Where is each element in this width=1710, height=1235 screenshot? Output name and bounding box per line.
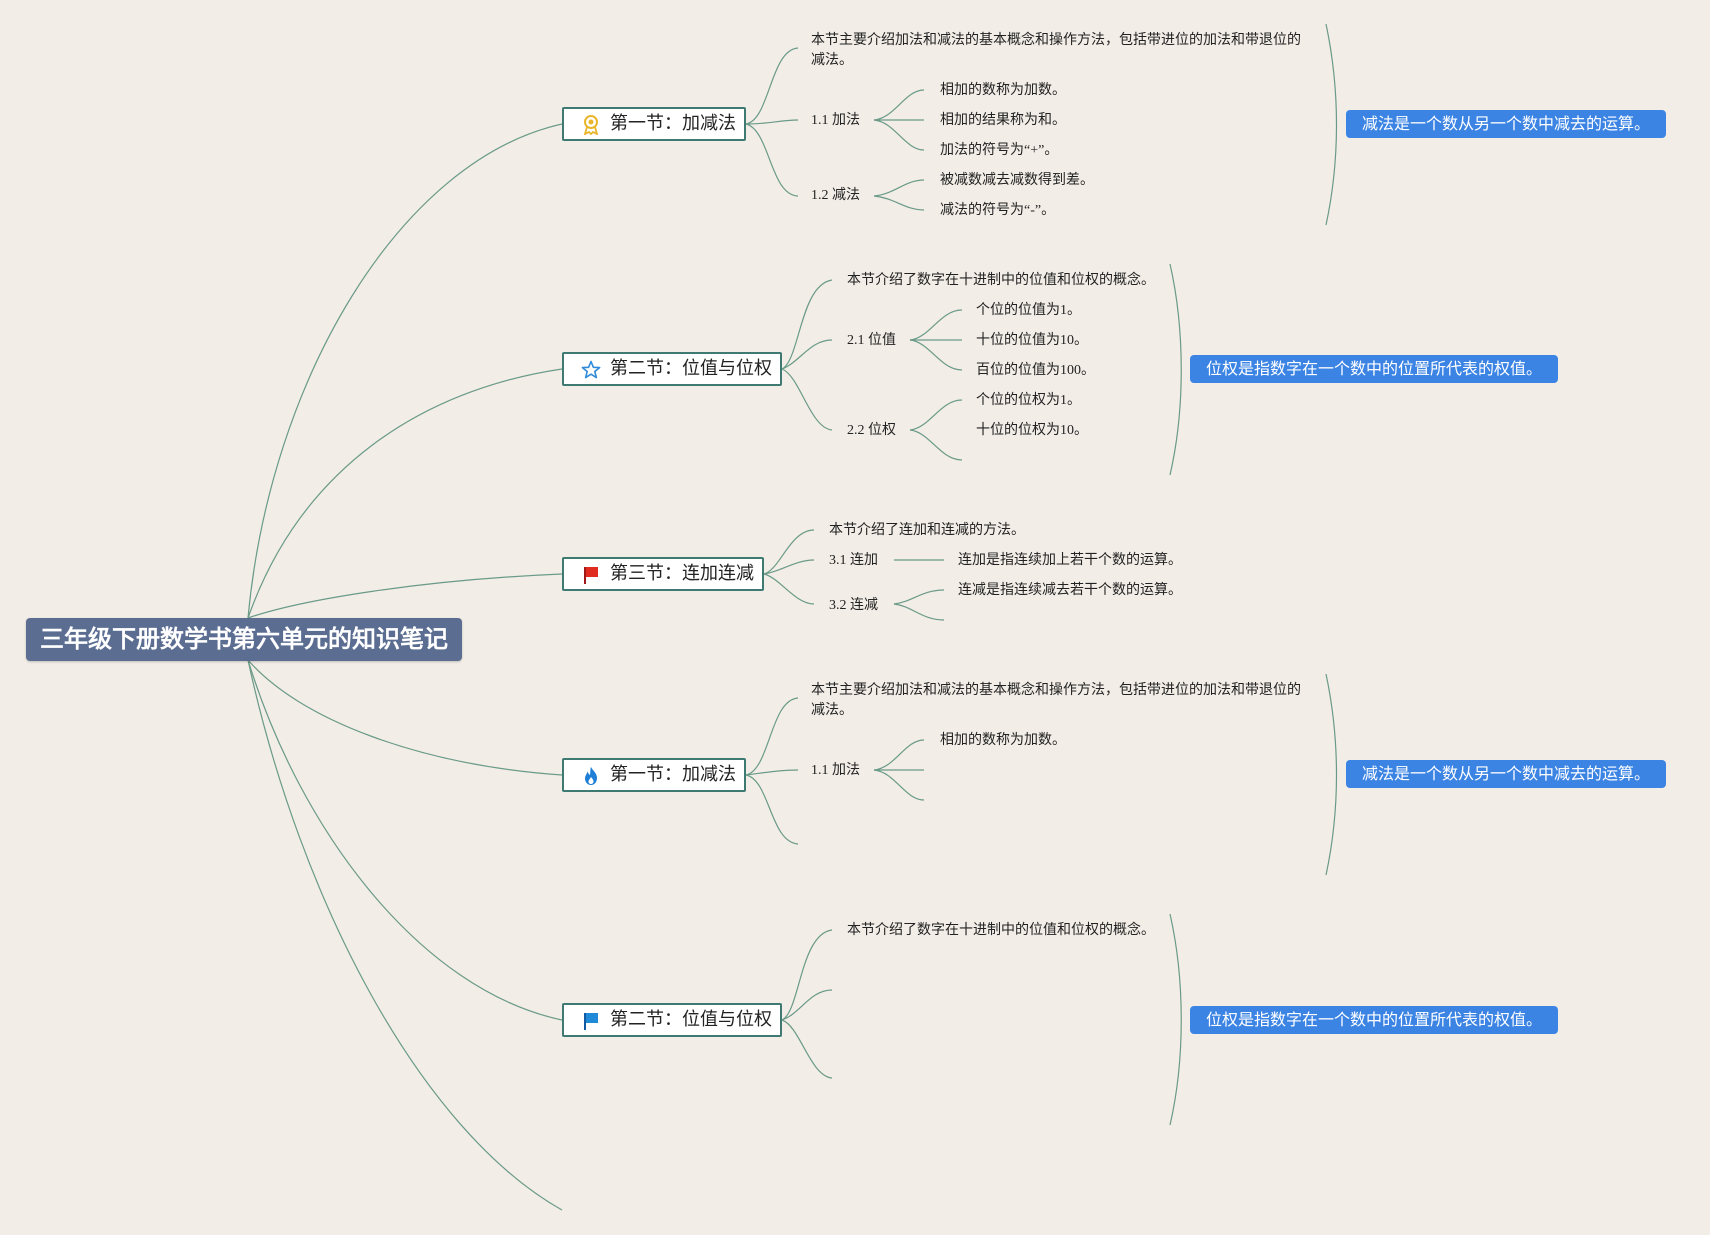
- star-icon: [581, 360, 601, 379]
- topic-section-4[interactable]: 第一节：加减法: [562, 758, 746, 792]
- leaf-item[interactable]: 被减数减去减数得到差。: [940, 173, 1094, 188]
- section-intro-cont: 减法。: [811, 703, 853, 718]
- topic-section-3[interactable]: 第三节：连加连减: [562, 557, 764, 591]
- leaf-item[interactable]: 连减是指连续减去若干个数的运算。: [958, 583, 1182, 598]
- topic-section-2[interactable]: 第二节：位值与位权: [562, 352, 782, 386]
- topic-label: 第一节：加减法: [610, 764, 736, 785]
- leaf-item[interactable]: 减法的符号为“-”。: [940, 203, 1056, 218]
- subtopic-label[interactable]: 2.2 位权: [847, 423, 896, 438]
- subtopic-label[interactable]: 1.1 加法: [811, 763, 860, 778]
- section-intro: 本节介绍了连加和连减的方法。: [829, 523, 1025, 538]
- topic-section-5[interactable]: 第二节：位值与位权: [562, 1003, 782, 1037]
- topic-label: 第二节：位值与位权: [610, 1009, 772, 1030]
- summary-callout[interactable]: 减法是一个数从另一个数中减去的运算。: [1346, 760, 1667, 788]
- leaf-item[interactable]: 百位的位值为100。: [976, 363, 1095, 378]
- section-intro: 本节介绍了数字在十进制中的位值和位权的概念。: [847, 273, 1155, 288]
- subtopic-label[interactable]: 3.1 连加: [829, 553, 878, 568]
- topic-label: 第三节：连加连减: [610, 563, 754, 584]
- summary-callout[interactable]: 减法是一个数从另一个数中减去的运算。: [1346, 110, 1667, 138]
- topic-label: 第二节：位值与位权: [610, 358, 772, 379]
- summary-callout[interactable]: 位权是指数字在一个数中的位置所代表的权值。: [1190, 1006, 1559, 1034]
- leaf-item[interactable]: 相加的结果称为和。: [940, 113, 1066, 128]
- section-intro: 本节介绍了数字在十进制中的位值和位权的概念。: [847, 923, 1155, 938]
- leaf-item[interactable]: 相加的数称为加数。: [940, 733, 1066, 748]
- leaf-item[interactable]: 十位的位值为10。: [976, 333, 1088, 348]
- subtopic-label[interactable]: 3.2 连减: [829, 598, 878, 613]
- topic-section-1[interactable]: 第一节：加减法: [562, 107, 746, 141]
- subtopic-label[interactable]: 1.2 减法: [811, 188, 860, 203]
- section-intro: 本节主要介绍加法和减法的基本概念和操作方法，包括带进位的加法和带退位的: [811, 33, 1301, 48]
- leaf-item[interactable]: 个位的位权为1。: [976, 393, 1081, 408]
- leaf-item[interactable]: 加法的符号为“+”。: [940, 143, 1059, 158]
- summary-callout[interactable]: 位权是指数字在一个数中的位置所代表的权值。: [1190, 355, 1559, 383]
- section-intro: 本节主要介绍加法和减法的基本概念和操作方法，包括带进位的加法和带退位的: [811, 683, 1301, 698]
- leaf-item[interactable]: 十位的位权为10。: [976, 423, 1088, 438]
- root-topic[interactable]: 三年级下册数学书第六单元的知识笔记: [26, 618, 462, 661]
- leaf-item[interactable]: 连加是指连续加上若干个数的运算。: [958, 553, 1182, 568]
- section-intro-cont: 减法。: [811, 53, 853, 68]
- subtopic-label[interactable]: 2.1 位值: [847, 333, 896, 348]
- leaf-item[interactable]: 相加的数称为加数。: [940, 83, 1066, 98]
- award-icon: [583, 115, 599, 135]
- red-flag-icon: [584, 567, 598, 584]
- subtopic-label[interactable]: 1.1 加法: [811, 113, 860, 128]
- leaf-item[interactable]: 个位的位值为1。: [976, 303, 1081, 318]
- blue-flag-icon: [584, 1013, 598, 1030]
- topic-label: 第一节：加减法: [610, 113, 736, 134]
- fire-icon: [585, 767, 597, 785]
